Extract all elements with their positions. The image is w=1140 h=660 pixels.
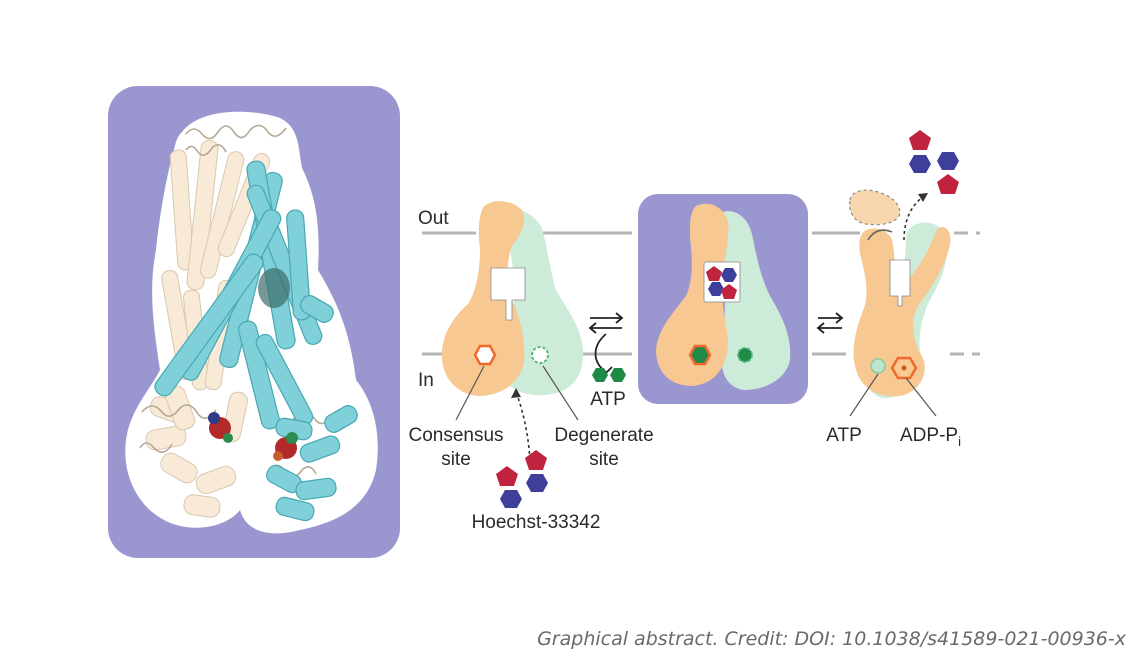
- hoechst-molecule-icon: [496, 450, 548, 508]
- atp-right-label: ATP: [826, 425, 862, 446]
- pentagon-icon: [496, 466, 518, 486]
- adp-pi-main: ADP-P: [900, 425, 958, 446]
- figure-caption: Graphical abstract. Credit: DOI: 10.1038…: [537, 628, 1126, 650]
- adp-pi-label: ADP-Pi: [900, 425, 961, 449]
- open-cavity: [889, 259, 911, 307]
- consensus-label-line2: site: [441, 449, 471, 470]
- atp-site-right-icon: [870, 358, 886, 374]
- adp-pi-center-dot: [901, 365, 907, 371]
- hexagon-icon: [500, 490, 522, 508]
- transporter-state-outward: [849, 189, 951, 399]
- equilibrium-arrows-icon: [588, 312, 624, 334]
- degenerate-site-icon: [531, 346, 549, 364]
- mint-monomer-2: [720, 211, 791, 390]
- hoechst-label: Hoechst-33342: [472, 512, 601, 533]
- adp-pointer: [905, 377, 937, 417]
- channel-cavity: [490, 267, 526, 321]
- transporter-state-inward: [441, 201, 584, 396]
- pentagon-icon: [525, 450, 547, 470]
- tm-helix-outline: [867, 229, 893, 241]
- pentagon-icon: [706, 266, 722, 281]
- degenerate-site-atp-icon: [737, 347, 753, 363]
- hexagon-icon: [708, 282, 724, 296]
- adp-pi-subscript: i: [958, 434, 961, 449]
- in-label: In: [418, 370, 434, 391]
- hexagon-icon: [937, 152, 959, 170]
- transporter-state-substrate-bound: [656, 203, 791, 390]
- degenerate-pointer: [542, 365, 579, 421]
- bound-ligand-cluster: [258, 268, 290, 308]
- structure-panel: [108, 86, 400, 558]
- pentagon-icon: [937, 174, 959, 194]
- pentagon-icon: [909, 130, 931, 150]
- substrate-entry-dotted-arrow-icon: [515, 391, 531, 461]
- degenerate-label-line1: Degenerate: [554, 425, 653, 446]
- atp-molecules-icon: [592, 368, 626, 382]
- nucleotide-site-right: [273, 432, 298, 461]
- pentagon-icon: [721, 284, 737, 299]
- hexagon-icon: [909, 155, 931, 173]
- degenerate-label-line2: site: [589, 449, 619, 470]
- hexagon-icon: [526, 474, 548, 492]
- atp-middle-label: ATP: [590, 389, 626, 410]
- atp-right-pointer: [849, 373, 879, 417]
- equilibrium-arrows-icon: [816, 312, 844, 334]
- consensus-site-atp-icon: [688, 344, 712, 366]
- released-hoechst-icon: [909, 130, 959, 194]
- tan-monomer-2: [656, 203, 729, 386]
- exit-arrow-head: [918, 193, 928, 202]
- substrate-arrow-head: [511, 388, 521, 398]
- dissociated-fragment-outline: [849, 189, 901, 226]
- tan-monomer: [441, 201, 525, 396]
- out-label: Out: [418, 208, 449, 229]
- tan-monomer-3: [853, 226, 951, 397]
- consensus-pointer: [455, 365, 485, 421]
- nucleotide-site-left: [208, 412, 233, 443]
- hexagon-icon: [721, 268, 737, 282]
- consensus-site-hexagon-icon: [473, 344, 497, 366]
- substrate-exit-dotted-arrow-icon: [903, 195, 925, 241]
- consensus-label-line1: Consensus: [408, 425, 503, 446]
